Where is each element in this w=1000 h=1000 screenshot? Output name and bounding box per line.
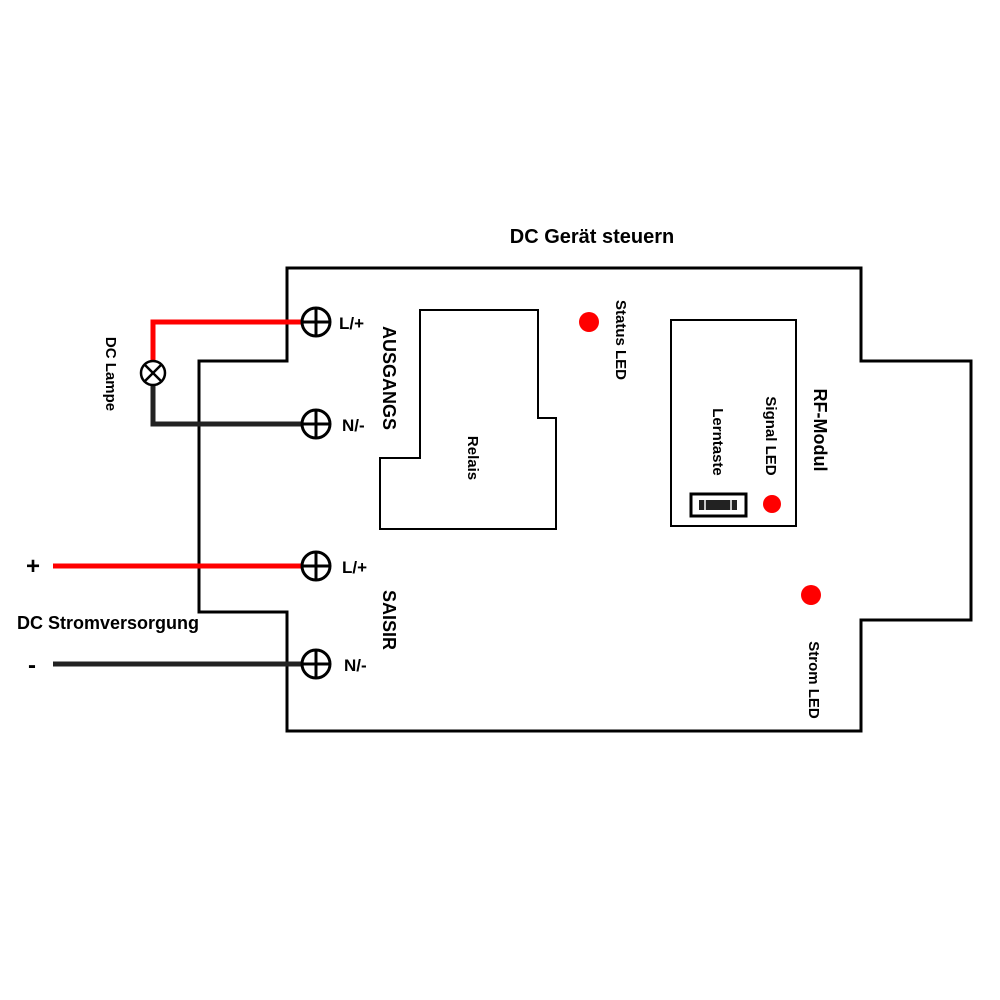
terminal-input-n[interactable]: [300, 648, 332, 680]
wire-output-positive: [150, 319, 303, 360]
relay-block: [379, 309, 557, 530]
signal-led: [763, 495, 781, 513]
wire-output-negative: [150, 386, 303, 427]
minus-sign: -: [28, 652, 36, 679]
controller-housing: [197, 266, 973, 733]
power-supply-label: DC Stromversorgung: [17, 613, 199, 633]
output-group-label: AUSGANGS: [379, 326, 399, 430]
status-led-label: Status LED: [612, 300, 629, 380]
rf-module-box: [670, 319, 797, 527]
terminal-output-n-label: N/-: [342, 416, 365, 435]
dc-lamp: [139, 359, 167, 387]
input-group-label: SAISIR: [379, 590, 399, 650]
terminal-input-l[interactable]: [300, 550, 332, 582]
lamp-label: DC Lampe: [102, 337, 119, 411]
relay-label: Relais: [464, 436, 481, 480]
terminal-output-n[interactable]: [300, 408, 332, 440]
terminal-input-n-label: N/-: [344, 656, 367, 675]
learn-button[interactable]: [689, 492, 748, 518]
rf-module-label: RF-Modul: [810, 389, 830, 472]
learn-button-label: Lerntaste: [709, 408, 726, 476]
diagram-title: DC Gerät steuern: [510, 226, 675, 248]
signal-led-label: Signal LED: [762, 396, 779, 475]
terminal-output-l[interactable]: [300, 306, 332, 338]
status-led: [579, 312, 599, 332]
power-led-label: Strom LED: [805, 641, 822, 719]
plus-sign: +: [26, 553, 40, 580]
terminal-input-l-label: L/+: [342, 558, 367, 577]
power-led: [801, 585, 821, 605]
terminal-output-l-label: L/+: [339, 314, 364, 333]
